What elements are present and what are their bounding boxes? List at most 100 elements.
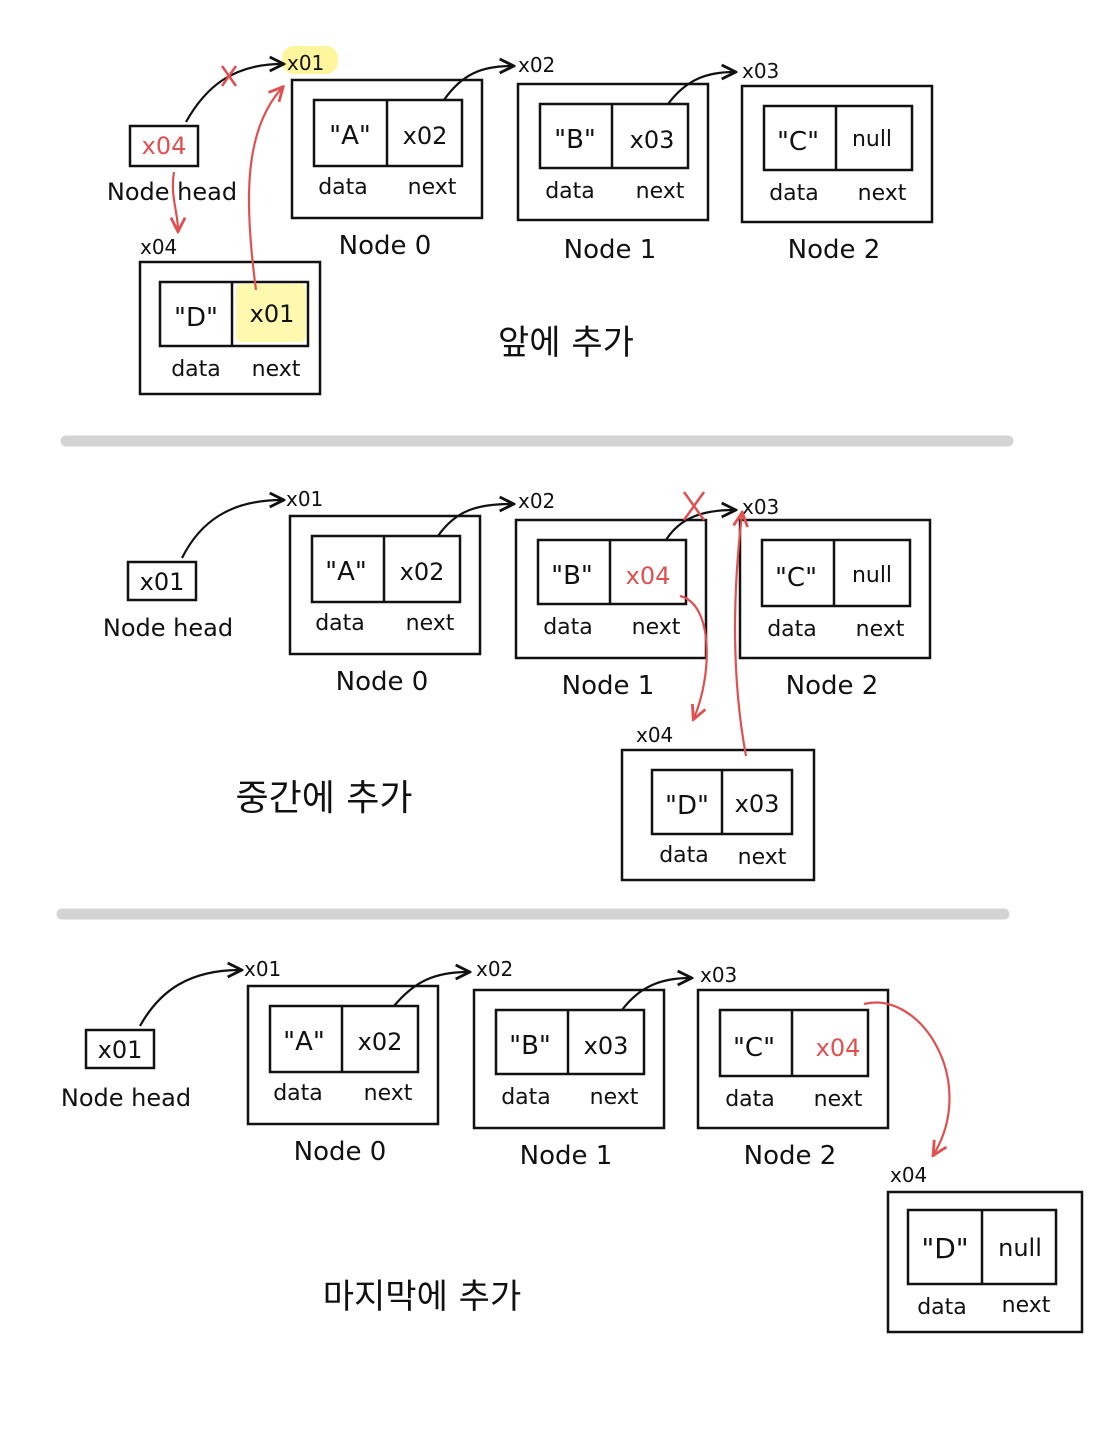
node-frame (740, 84, 934, 224)
node-cells (718, 1008, 870, 1078)
node-next-value: x04 (816, 1034, 861, 1062)
next-label: next (252, 357, 301, 382)
node-address: x01 (244, 957, 281, 981)
head-label: Node head (61, 1084, 191, 1112)
data-label: data (917, 1295, 967, 1320)
next-label: next (856, 617, 905, 642)
arrow-head-to-d (173, 171, 178, 230)
new-node-address: x04 (890, 1163, 927, 1187)
node-frame (288, 514, 482, 656)
arrow-b-to-d (679, 594, 708, 718)
section-title: 중간에 추가 (235, 778, 412, 819)
next-label: next (632, 615, 681, 640)
data-label: data (501, 1085, 551, 1110)
arrow-d-to-c (735, 514, 746, 757)
data-label: data (543, 615, 593, 640)
new-node-frame (886, 1190, 1084, 1334)
node-frame (696, 988, 890, 1130)
node-data-value: "B" (551, 561, 593, 591)
data-label: data (273, 1081, 323, 1106)
new-node-next-value: x01 (250, 300, 295, 328)
arrow-a-to-b (437, 504, 512, 537)
head-value: x04 (142, 132, 187, 160)
data-label: data (659, 843, 709, 868)
arrow-old-head (185, 64, 282, 123)
node-data-value: "C" (733, 1033, 775, 1063)
section-prepend: x04 Node head x01 "A" x02 data next Node… (107, 46, 934, 396)
node-address: x01 (286, 487, 323, 511)
node-address: x02 (476, 957, 513, 981)
node-frame (290, 78, 484, 220)
node-name: Node 0 (339, 231, 432, 261)
section-append: x01 Node head x01 "A" x02 data next Node… (61, 957, 1084, 1334)
next-label: next (814, 1087, 863, 1112)
arrow-b-to-c-old (665, 510, 734, 541)
node-next-value: null (852, 563, 892, 588)
node-cells (494, 1008, 646, 1076)
data-label: data (725, 1087, 775, 1112)
cross-mark (220, 65, 238, 87)
node-address: x03 (742, 59, 779, 83)
node-name: Node 1 (564, 235, 657, 265)
head-box (84, 1028, 156, 1070)
head-box (128, 124, 200, 168)
new-node-data-value: "D" (921, 1232, 968, 1265)
new-node-frame (138, 260, 322, 396)
highlight-d-next (236, 284, 306, 342)
node-name: Node 1 (562, 671, 655, 701)
arrow-d-to-a (247, 88, 282, 291)
new-node-next-value: null (998, 1234, 1042, 1262)
node-data-value: "A" (329, 121, 371, 151)
node-name: Node 2 (744, 1141, 837, 1171)
new-node-data-value: "D" (174, 303, 218, 333)
arrow-head-to-a (181, 500, 282, 559)
node-name: Node 0 (294, 1137, 387, 1167)
node-frame (246, 984, 440, 1126)
node-cells (310, 534, 462, 604)
next-label: next (1002, 1293, 1051, 1318)
arrow-c-to-d (863, 1001, 951, 1154)
new-node-cells (158, 280, 310, 348)
node-name: Node 0 (336, 667, 429, 697)
node-next-value: x03 (630, 126, 675, 154)
head-box (126, 560, 198, 602)
next-label: next (738, 845, 787, 870)
node-next-value: x03 (584, 1032, 629, 1060)
node-data-value: "B" (509, 1031, 551, 1061)
node-cells (762, 104, 914, 172)
highlight-x01-addr (282, 46, 338, 74)
new-node-frame (620, 748, 816, 882)
arrow-a-to-b (443, 66, 512, 101)
node-frame (738, 518, 932, 660)
data-label: data (767, 617, 817, 642)
next-label: next (408, 175, 457, 200)
head-value: x01 (98, 1036, 143, 1064)
next-label: next (858, 181, 907, 206)
node-cells (760, 538, 912, 608)
cross-mark (682, 491, 706, 521)
node-name: Node 2 (786, 671, 879, 701)
section-title: 마지막에 추가 (323, 1277, 522, 1317)
node-address: x03 (742, 495, 779, 519)
node-address: x01 (287, 51, 324, 75)
new-node-next-value: x03 (735, 790, 780, 818)
next-label: next (636, 179, 685, 204)
node-frame (516, 82, 710, 222)
node-address: x02 (518, 53, 555, 77)
arrow-b-to-c (667, 72, 734, 105)
new-node-address: x04 (636, 723, 673, 747)
node-next-value: x02 (358, 1028, 403, 1056)
data-label: data (171, 357, 221, 382)
new-node-data-value: "D" (665, 791, 709, 821)
node-data-value: "A" (325, 557, 367, 587)
node-frame (514, 518, 708, 660)
node-data-value: "C" (775, 563, 817, 593)
data-label: data (545, 179, 595, 204)
node-cells (268, 1004, 420, 1074)
node-cells (538, 102, 690, 170)
node-next-value: x04 (626, 562, 671, 590)
arrow-b-to-c (621, 978, 690, 1011)
node-next-value: x02 (403, 122, 448, 150)
node-address: x02 (518, 489, 555, 513)
arrow-a-to-b (393, 972, 468, 1007)
